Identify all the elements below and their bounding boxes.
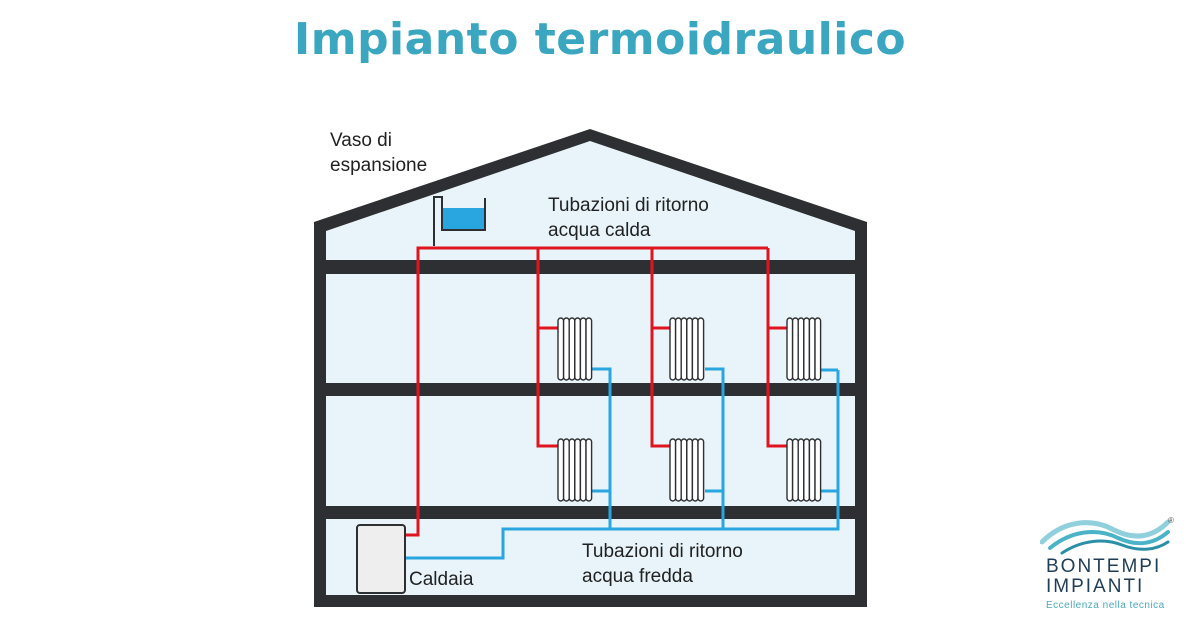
radiator-fin	[680, 317, 688, 381]
radiator-fin	[674, 438, 682, 502]
radiator-fin	[786, 317, 794, 381]
radiator-fin	[585, 438, 593, 502]
cold-return-pipes	[405, 367, 840, 560]
logo-tagline: Eccellenza nella tecnica	[1046, 600, 1165, 611]
radiator-5	[669, 438, 705, 502]
radiator-fin	[574, 317, 582, 381]
boiler	[356, 524, 406, 594]
radiator-fin	[557, 438, 565, 502]
radiator-fin	[562, 317, 570, 381]
radiator-fin	[814, 438, 822, 502]
radiator-fin	[674, 317, 682, 381]
cold-pipe-riser-1	[592, 367, 612, 529]
radiator-fin	[697, 317, 705, 381]
radiator-fin	[786, 438, 794, 502]
logo-line2: IMPIANTI	[1046, 576, 1145, 597]
radiator-fin	[562, 438, 570, 502]
cold-pipe-riser-2	[705, 367, 725, 529]
cold-pipes-label-line2: acqua fredda	[582, 566, 693, 587]
radiator-2	[669, 317, 705, 381]
boiler-label: Caldaia	[409, 569, 474, 590]
radiator-fin	[686, 438, 694, 502]
tank-stand	[433, 196, 443, 246]
radiator-fin	[686, 317, 694, 381]
logo-line1: BONTEMPI	[1046, 556, 1162, 577]
logo-registered-mark: ®	[1168, 516, 1174, 525]
hot-pipes-label-line1: Tubazioni di ritorno	[548, 195, 709, 216]
radiator-fin	[814, 317, 822, 381]
tank-body	[441, 198, 486, 231]
radiator-fin	[574, 438, 582, 502]
hot-pipes-label-line2: acqua calda	[548, 220, 651, 241]
logo-wave-icon	[1040, 519, 1171, 555]
expansion-tank-label-line2: espansione	[330, 155, 428, 176]
radiator-fin	[579, 438, 587, 502]
radiator-fin	[691, 438, 699, 502]
page-title: Impianto termoidraulico	[293, 14, 907, 65]
radiator-fin	[568, 438, 576, 502]
radiator-fin	[797, 317, 805, 381]
expansion-tank-label-line1: Vaso di	[330, 130, 392, 151]
cold-pipe-boiler-line	[405, 370, 840, 560]
radiator-fin	[579, 317, 587, 381]
radiator-fin	[669, 438, 677, 502]
logo-wordmark: BONTEMPI IMPIANTI	[1046, 557, 1170, 597]
hot-return-pipes	[405, 246, 787, 537]
radiator-1	[557, 317, 593, 381]
radiators	[557, 317, 822, 502]
radiator-4	[557, 438, 593, 502]
cold-pipes-label-line1: Tubazioni di ritorno	[582, 541, 743, 562]
radiator-fin	[791, 438, 799, 502]
radiator-fin	[808, 317, 816, 381]
hot-pipe-riser-2	[650, 248, 670, 448]
cold-pipes-label: Tubazioni di ritorno acqua fredda	[582, 539, 743, 589]
hot-pipe-main	[405, 246, 768, 537]
radiator-fin	[568, 317, 576, 381]
radiator-fin	[669, 317, 677, 381]
hot-pipes-label: Tubazioni di ritorno acqua calda	[548, 193, 709, 243]
expansion-tank-label: Vaso di espansione	[330, 128, 427, 178]
hot-pipe-riser-1	[536, 248, 558, 448]
radiator-fin	[557, 317, 565, 381]
radiator-3	[786, 317, 822, 381]
hot-pipe-riser-3	[766, 248, 787, 448]
radiator-fin	[791, 317, 799, 381]
radiator-fin	[585, 317, 593, 381]
radiator-fin	[680, 438, 688, 502]
radiator-fin	[803, 438, 811, 502]
radiator-fin	[691, 317, 699, 381]
radiator-fin	[803, 317, 811, 381]
radiator-fin	[697, 438, 705, 502]
expansion-tank	[433, 196, 486, 246]
radiator-fin	[808, 438, 816, 502]
radiator-6	[786, 438, 822, 502]
tank-water	[442, 208, 485, 230]
radiator-fin	[797, 438, 805, 502]
